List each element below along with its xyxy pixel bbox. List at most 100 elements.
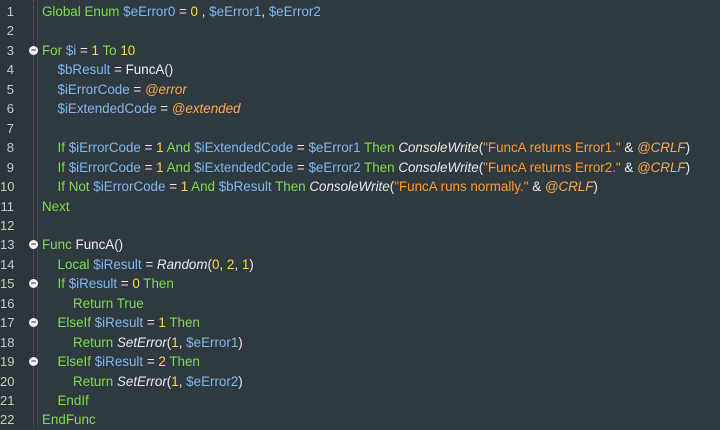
- minus-circle-icon[interactable]: −: [29, 239, 38, 250]
- minus-circle-icon[interactable]: −: [29, 278, 38, 289]
- line-number: 21: [0, 393, 15, 408]
- token-var: $eError1: [209, 4, 262, 19]
- code-line[interactable]: 7: [0, 119, 720, 138]
- token-var: $iExtendedCode: [57, 101, 157, 117]
- token-op: (: [166, 334, 172, 350]
- token-op: =: [141, 256, 157, 272]
- code-text: Return SetError(1, $eError2): [73, 372, 243, 391]
- token-var: $eError1: [308, 140, 361, 156]
- code-line[interactable]: 8 If $iErrorCode = 1 And $iExtendedCode =…: [0, 138, 720, 157]
- code-text: EndIf: [58, 391, 89, 410]
- minus-circle-icon[interactable]: −: [29, 356, 38, 367]
- token-var: $eError2: [186, 373, 239, 389]
- line-number: 7: [6, 120, 14, 136]
- code-text: $iExtendedCode = @extended: [58, 99, 241, 118]
- token-op: =: [293, 159, 309, 175]
- token-op: &: [620, 159, 638, 175]
- token-var: $iResult: [68, 276, 118, 292]
- token-udf: Random: [156, 256, 208, 272]
- token-num: 1: [241, 256, 250, 272]
- token-op: ): [593, 179, 598, 195]
- minus-circle-icon[interactable]: −: [29, 44, 38, 55]
- minus-circle-icon[interactable]: −: [29, 317, 38, 328]
- token-op: &: [620, 140, 638, 156]
- token-kw: Then: [143, 276, 174, 292]
- token-str: "FuncA returns Error1.": [483, 140, 621, 156]
- token-str: "FuncA runs normally.": [394, 179, 529, 195]
- token-mac: @CRLF: [637, 140, 686, 156]
- token-var: $eError1: [186, 334, 239, 350]
- token-op: =: [140, 140, 157, 156]
- code-text: Next: [42, 197, 70, 216]
- token-num: 0: [190, 4, 198, 19]
- code-line[interactable]: 3−For $i = 1 To 10: [0, 41, 720, 60]
- token-op: ): [238, 334, 243, 350]
- code-line[interactable]: 12: [0, 216, 720, 235]
- code-text: If $iErrorCode = 1 And $iExtendedCode = …: [58, 138, 691, 157]
- token-var: $iExtendedCode: [194, 140, 294, 156]
- token-num: 1: [171, 334, 179, 350]
- token-op: =: [140, 159, 157, 175]
- token-kw: Then: [364, 159, 395, 175]
- code-text: If $iErrorCode = 1 And $iExtendedCode = …: [58, 158, 691, 177]
- token-kw: ElseIf: [57, 354, 92, 370]
- token-kw: Next: [42, 198, 70, 214]
- line-number: 4: [6, 62, 14, 78]
- code-text: If Not $iErrorCode = 1 And $bResult Then…: [58, 177, 598, 196]
- line-number: 8: [6, 140, 14, 156]
- code-line[interactable]: 4 $bResult = FuncA(): [0, 60, 720, 79]
- token-kw: Local: [57, 256, 90, 272]
- token-op: =: [143, 315, 159, 331]
- token-op: =: [143, 354, 159, 370]
- token-op: (: [207, 256, 212, 272]
- token-kw: Return: [73, 373, 114, 389]
- line-number: 16: [0, 295, 15, 311]
- code-text: ElseIf $iResult = 2 Then: [58, 352, 200, 371]
- token-udf: SetError: [116, 373, 167, 389]
- token-op: =: [175, 4, 191, 19]
- code-text: Return True: [73, 294, 144, 313]
- code-text: EndFunc: [42, 410, 96, 429]
- token-op: =: [293, 140, 309, 156]
- code-line[interactable]: 5$iErrorCode = @error: [0, 80, 720, 99]
- code-line[interactable]: 16 Return True: [0, 294, 720, 313]
- code-line[interactable]: 6 $iExtendedCode = @extended: [0, 99, 720, 118]
- token-op: (: [389, 179, 395, 195]
- token-kw: Not: [68, 179, 90, 195]
- code-line[interactable]: 2: [0, 21, 720, 40]
- token-var: $iErrorCode: [57, 81, 130, 97]
- code-line[interactable]: 15−If $iResult = 0 Then: [0, 274, 720, 293]
- code-line[interactable]: 13−Func FuncA(): [0, 235, 720, 254]
- line-number: 1: [6, 4, 14, 19]
- token-var: $iErrorCode: [68, 140, 141, 156]
- line-number: 12: [0, 217, 15, 233]
- token-op: (: [478, 159, 484, 175]
- code-text: If $iResult = 0 Then: [58, 274, 174, 293]
- token-mac: @CRLF: [544, 179, 594, 195]
- code-line[interactable]: 19−ElseIf $iResult = 2 Then: [0, 352, 720, 371]
- token-op: =: [165, 179, 181, 195]
- code-line[interactable]: 21 EndIf: [0, 391, 720, 410]
- code-line[interactable]: 17−ElseIf $iResult = 1 Then: [0, 313, 720, 332]
- token-num: 1: [156, 140, 164, 156]
- code-text: $bResult = FuncA(): [58, 60, 174, 79]
- token-op: =: [129, 81, 145, 97]
- line-number: 6: [6, 101, 14, 117]
- token-str: "FuncA returns Error2.": [483, 159, 621, 175]
- token-kw: To: [102, 42, 117, 58]
- token-kw: Func: [42, 237, 72, 253]
- token-op: ): [249, 256, 254, 272]
- token-mac: @extended: [171, 101, 241, 117]
- code-text: Local $iResult = Random(0, 2, 1): [58, 255, 254, 274]
- token-kw: EndIf: [57, 393, 89, 408]
- token-var: $iErrorCode: [68, 159, 141, 175]
